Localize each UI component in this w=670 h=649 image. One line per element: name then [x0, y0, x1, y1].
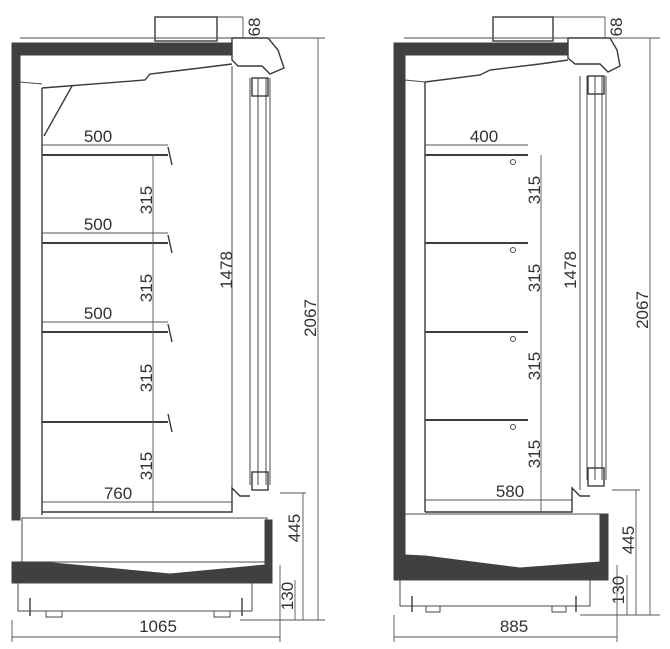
right-canopy — [567, 37, 621, 73]
right-top-unit — [492, 16, 554, 42]
left-overall-depth: 1065 — [139, 617, 177, 636]
right-top-unit-height: 68 — [607, 18, 626, 37]
left-spacing-1: 315 — [137, 186, 156, 214]
left-base — [11, 519, 273, 584]
left-canopy — [231, 37, 285, 75]
right-well-depth: 580 — [496, 482, 524, 501]
right-roof — [393, 42, 569, 56]
right-overall-height: 2067 — [633, 291, 652, 329]
left-spacing-2: 315 — [137, 274, 156, 302]
right-cabinet-view: 400 315 315 315 315 580 68 1478 2067 445… — [393, 16, 660, 642]
right-glass-height: 1478 — [561, 251, 580, 289]
left-spacing-3: 315 — [137, 364, 156, 392]
right-spacing-3: 315 — [525, 352, 544, 380]
right-spacing-4: 315 — [525, 440, 544, 468]
right-plinth-height: 130 — [609, 576, 628, 604]
left-well-depth: 760 — [104, 484, 132, 503]
left-plinth-height: 130 — [278, 582, 297, 610]
left-overall-height: 2067 — [301, 299, 320, 337]
left-back-wall — [11, 42, 21, 521]
left-top-unit — [154, 16, 218, 42]
right-overall-depth: 885 — [500, 617, 528, 636]
left-base-height: 445 — [285, 514, 304, 542]
right-shelf-1-depth: 400 — [470, 127, 498, 146]
left-cabinet-view: 500 500 500 315 315 315 315 760 68 1478 … — [11, 16, 325, 642]
right-spacing-2: 315 — [525, 264, 544, 292]
left-top-unit-height: 68 — [245, 18, 264, 37]
right-base-height: 445 — [619, 526, 638, 554]
left-shelf-1-depth: 500 — [84, 127, 112, 146]
left-shelf-2-depth: 500 — [84, 215, 112, 234]
left-spacing-4: 315 — [137, 452, 156, 480]
left-roof — [11, 42, 233, 56]
right-base — [393, 513, 609, 581]
right-spacing-1: 315 — [525, 176, 544, 204]
left-shelf-3-depth: 500 — [84, 304, 112, 323]
left-glass-height: 1478 — [217, 251, 236, 289]
right-back-wall — [393, 42, 406, 581]
